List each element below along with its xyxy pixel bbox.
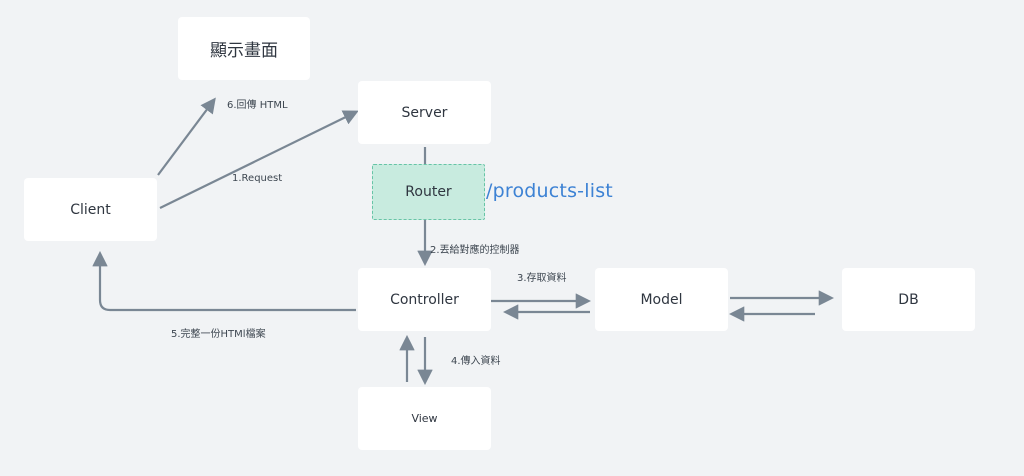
label-dispatch: 2.丟給對應的控制器	[430, 245, 520, 256]
controller-node: Controller	[358, 268, 491, 331]
arrow-client-to-display	[157, 97, 216, 176]
client-node: Client	[24, 178, 157, 241]
label-store-fetch: 3.存取資料	[517, 273, 567, 284]
arrow-controller-to-client	[92, 250, 356, 312]
route-path-label: /products-list	[486, 180, 613, 202]
arrow-client-to-server	[159, 110, 359, 209]
label-return-html: 6.回傳 HTML	[227, 100, 288, 111]
db-node: DB	[842, 268, 975, 331]
label-pass-data: 4.傳入資料	[451, 356, 501, 367]
model-node: Model	[595, 268, 728, 331]
router-node: Router	[372, 164, 485, 220]
view-node: View	[358, 387, 491, 450]
server-node: Server	[358, 81, 491, 144]
label-request: 1.Request	[232, 173, 283, 184]
label-full-html: 5.完整一份HTMl檔案	[171, 329, 266, 340]
display-screen-node: 顯示畫面	[178, 17, 310, 80]
